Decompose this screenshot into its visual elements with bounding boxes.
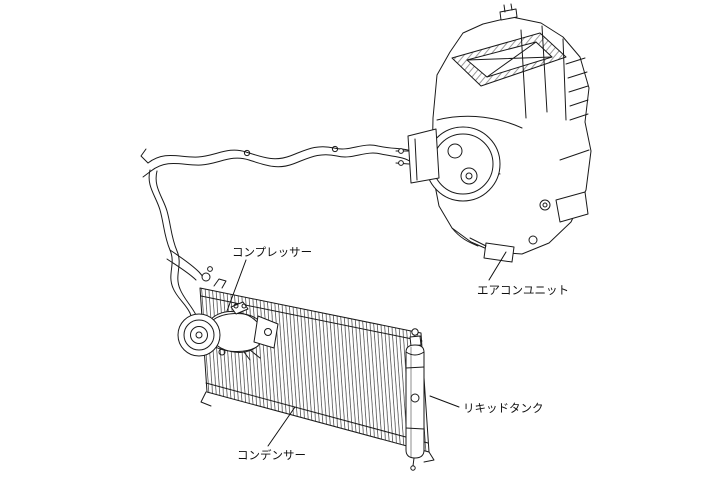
label-ac-unit: エアコンユニット bbox=[477, 283, 569, 297]
label-liquid-tank: リキッドタンク bbox=[463, 401, 544, 415]
leader-liquid-tank bbox=[429, 395, 460, 408]
ac-unit-drawing bbox=[395, 3, 592, 263]
leader-ac-unit bbox=[488, 251, 507, 281]
compressor-drawing bbox=[177, 301, 279, 361]
label-condenser: コンデンサー bbox=[237, 448, 306, 462]
refrigerant-lines bbox=[140, 144, 414, 316]
part-labels: コンプレッサー エアコンユニット リキッドタンク コンデンサー bbox=[232, 245, 569, 462]
leader-condenser bbox=[267, 406, 296, 447]
label-compressor: コンプレッサー bbox=[232, 245, 312, 259]
label-leaders bbox=[226, 251, 507, 447]
liquid-tank-drawing bbox=[405, 328, 425, 471]
leader-compressor bbox=[226, 259, 247, 312]
